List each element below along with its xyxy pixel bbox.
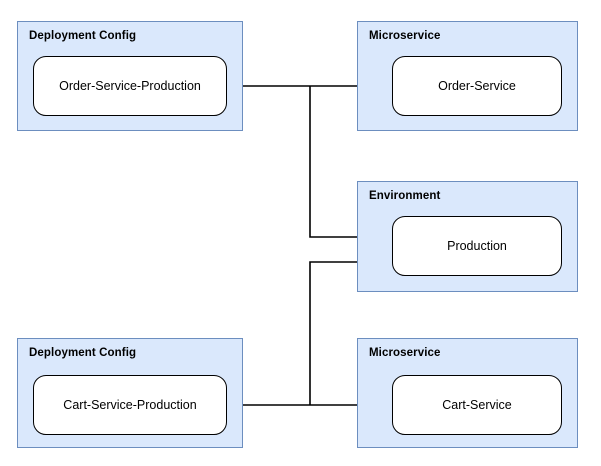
node-label: Cart-Service-Production xyxy=(63,397,197,412)
node-cart-service-production[interactable]: Cart-Service-Production xyxy=(33,375,227,435)
group-title: Deployment Config xyxy=(29,347,137,359)
node-production[interactable]: Production xyxy=(392,216,562,276)
node-label: Cart-Service xyxy=(442,397,512,412)
node-label: Order-Service xyxy=(438,78,516,93)
group-title: Deployment Config xyxy=(29,30,137,42)
node-cart-service[interactable]: Cart-Service xyxy=(392,375,562,435)
group-title: Microservice xyxy=(369,347,441,359)
node-order-service[interactable]: Order-Service xyxy=(392,56,562,116)
node-label: Production xyxy=(447,238,507,253)
node-order-service-production[interactable]: Order-Service-Production xyxy=(33,56,227,116)
node-label: Order-Service-Production xyxy=(59,78,201,93)
group-title: Environment xyxy=(369,190,441,202)
group-title: Microservice xyxy=(369,30,441,42)
